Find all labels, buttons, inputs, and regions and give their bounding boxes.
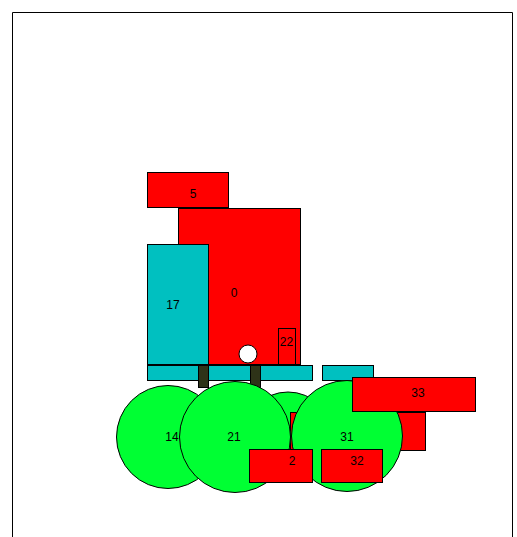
- callout-number: 22: [280, 335, 293, 349]
- axle-block: [199, 366, 209, 388]
- red-block: 32: [321, 449, 383, 483]
- callout-number: 21: [227, 430, 240, 444]
- callout-number: 33: [411, 386, 424, 400]
- callout-number: 2: [289, 454, 296, 468]
- headlamp-circle: [239, 345, 257, 363]
- callout-number: 17: [166, 298, 179, 312]
- cyan-frame-bar: [148, 366, 313, 381]
- outline-block: 22: [278, 328, 296, 365]
- red-block: 5: [147, 172, 229, 208]
- callout-number: 32: [350, 454, 363, 468]
- callout-number: 31: [340, 430, 353, 444]
- callout-number: 5: [190, 187, 197, 201]
- frame-border: [13, 13, 513, 537]
- callout-number: 14: [165, 430, 178, 444]
- red-block: 2: [249, 449, 313, 483]
- cab-block: 17: [147, 244, 209, 365]
- callout-number: 0: [231, 286, 238, 300]
- red-block: 33: [352, 377, 476, 412]
